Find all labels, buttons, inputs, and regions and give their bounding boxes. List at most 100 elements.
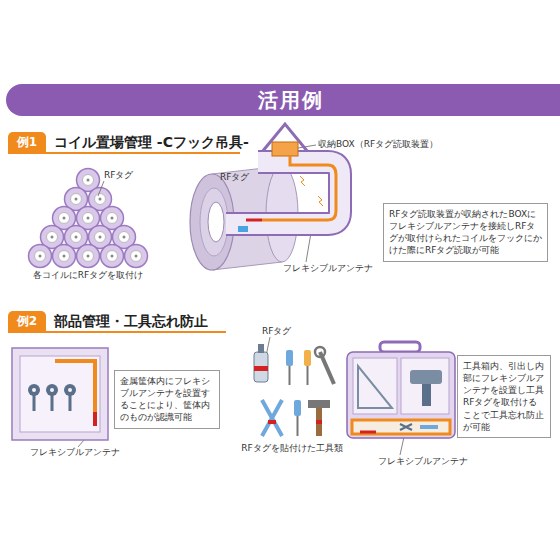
coil <box>51 236 54 239</box>
toolbox <box>410 370 442 384</box>
part-label: RFタグ <box>262 326 291 337</box>
toolbox <box>352 420 450 434</box>
coil <box>77 245 100 268</box>
coil <box>59 213 70 224</box>
section-underline <box>8 153 240 332</box>
c-hook <box>226 162 340 224</box>
leader-line <box>98 181 104 196</box>
tools <box>254 366 268 371</box>
part-label: RFタグ <box>104 170 133 181</box>
leader-line <box>400 437 404 455</box>
caption-label: RFタグを貼付けた工具類 <box>241 443 342 454</box>
title-banner <box>6 84 560 116</box>
c-hook <box>318 196 323 206</box>
node-text: 工具箱内、引出し内部にフレキシブルアンテナを設置し工具RFタグを取付けることで工… <box>463 360 545 433</box>
large-coil <box>208 202 224 242</box>
toolbox <box>422 384 431 406</box>
metal-cabinet <box>12 348 108 440</box>
large-coil <box>200 188 228 256</box>
metal-cabinet <box>51 395 54 411</box>
toolbox <box>360 431 376 434</box>
tools <box>304 350 311 366</box>
coil <box>39 255 42 258</box>
coil <box>99 236 102 239</box>
toolbox <box>420 425 438 429</box>
coil <box>95 232 106 243</box>
coil <box>101 245 124 268</box>
tools <box>272 400 282 436</box>
metal-cabinet <box>68 388 72 392</box>
coil <box>47 232 58 243</box>
section-heading: 部品管理・工具忘れ防止 <box>54 313 208 330</box>
metal-cabinet <box>32 388 36 392</box>
coil <box>75 236 78 239</box>
tools <box>316 420 322 424</box>
part-label: フレキシブルアンテナ <box>378 456 468 467</box>
metal-cabinet <box>12 348 108 440</box>
tools <box>297 416 299 436</box>
coil <box>87 179 90 182</box>
tools <box>258 344 264 353</box>
part-label: フレキシブルアンテナ <box>283 263 373 274</box>
part-label: RFタグ <box>220 172 249 183</box>
coil <box>77 245 100 268</box>
coil <box>63 255 66 258</box>
metal-cabinet <box>69 395 72 411</box>
coil <box>119 232 130 243</box>
metal-cabinet <box>33 395 36 411</box>
c-hook <box>238 226 248 232</box>
coil <box>107 213 118 224</box>
coil <box>123 236 126 239</box>
coil <box>131 251 142 262</box>
section-underline <box>8 331 226 333</box>
part-label: フレキシブルアンテナ <box>30 447 120 458</box>
coil <box>59 251 70 262</box>
toolbox <box>380 342 420 352</box>
coil <box>135 255 138 258</box>
node-text: RFタグ読取装置が収納されたBOXにフレキシブルアンテナを接続しRFタグが取付け… <box>389 208 542 257</box>
tools <box>307 366 309 385</box>
note-box: 金属筐体内にフレキシブルアンテナを設置することにより、筐体内のものが認識可能 <box>114 370 220 429</box>
coil <box>125 245 148 268</box>
metal-cabinet <box>93 412 97 426</box>
coil-pile <box>29 169 148 268</box>
tools <box>268 420 276 424</box>
title: 活用例 <box>22 84 560 116</box>
note-box: 工具箱内、引出し内部にフレキシブルアンテナを設置し工具RFタグを取付けることで工… <box>457 355 551 438</box>
metal-cabinet <box>28 384 40 396</box>
tools <box>316 408 322 436</box>
tools <box>315 347 325 357</box>
tools <box>294 400 301 416</box>
coil <box>87 217 90 220</box>
coil <box>29 245 52 268</box>
coil <box>71 194 82 205</box>
metal-cabinet <box>50 388 54 392</box>
coil <box>83 251 94 262</box>
coil <box>99 198 102 201</box>
toolbox <box>358 366 392 408</box>
c-hook <box>272 142 298 156</box>
toolbox <box>347 352 455 438</box>
toolbox <box>353 358 397 414</box>
node-text: 例1 <box>17 134 37 151</box>
note-box: RFタグ読取装置が収納されたBOXにフレキシブルアンテナを接続しRFタグが取付け… <box>383 203 548 262</box>
coil <box>71 232 82 243</box>
node-text: 金属筐体内にフレキシブルアンテナを設置することにより、筐体内のものが認識可能 <box>120 375 214 424</box>
toolbox <box>400 424 412 430</box>
coil <box>29 245 52 268</box>
leader-line <box>78 145 404 455</box>
coil <box>75 198 78 201</box>
example-badge: 例2 <box>8 311 46 331</box>
metal-cabinet <box>64 384 76 396</box>
coil <box>53 245 76 268</box>
coil <box>83 175 94 186</box>
c-hook <box>300 176 305 186</box>
coil <box>83 213 94 224</box>
tools <box>289 366 291 385</box>
tools <box>286 350 293 366</box>
metal-cabinet <box>46 384 58 396</box>
section-heading: コイル置場管理 -Cフック吊具- <box>54 134 249 151</box>
c-hook <box>246 219 262 222</box>
toolbox <box>401 358 449 414</box>
coil <box>111 217 114 220</box>
